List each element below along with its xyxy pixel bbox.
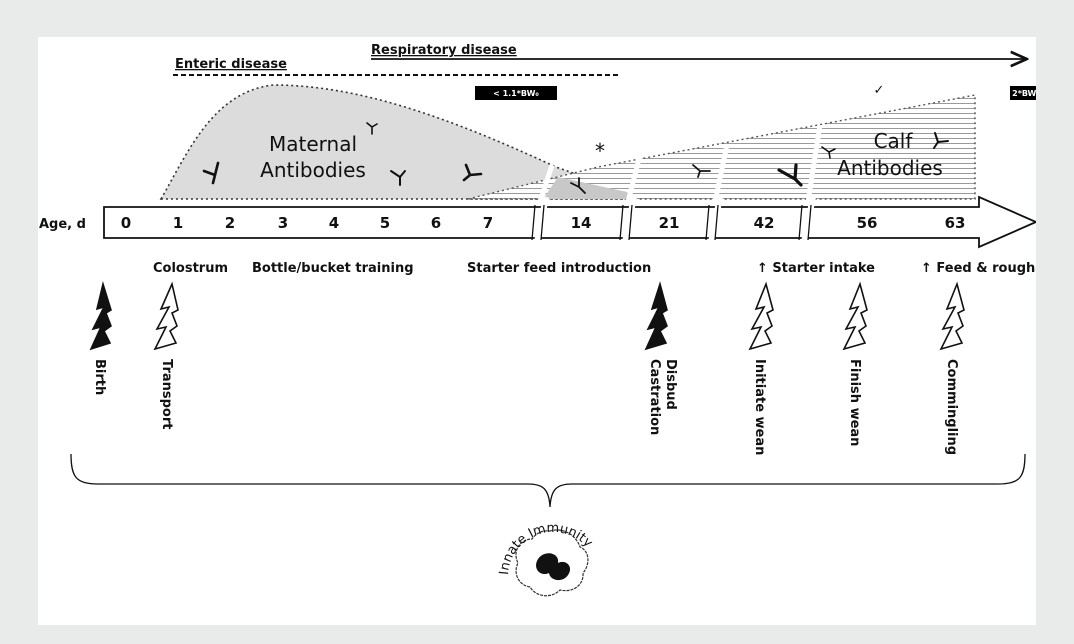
- tick-label: 5: [380, 214, 390, 232]
- axis-break-marks-upper: [537, 85, 889, 203]
- innate-immunity-cell: Innate Immunity: [497, 521, 596, 597]
- maternal-antibodies-line1: Maternal: [269, 132, 357, 156]
- phase-starter-feed: Starter feed introduction: [467, 261, 651, 276]
- antibody-icon: [366, 122, 378, 135]
- event-castration: Castration: [647, 359, 662, 435]
- event-transport: Transport: [159, 359, 174, 429]
- overlap-region: [543, 177, 627, 199]
- immunity-timeline-diagram: Respiratory disease Enteric disease < 1.…: [39, 43, 1036, 597]
- low-bw-badge: [475, 86, 557, 100]
- age-axis-label: Age, d: [39, 217, 86, 232]
- tick-label: 6: [431, 214, 441, 232]
- stress-bolt-outline-icon: [748, 281, 774, 351]
- event-birth: Birth: [92, 359, 107, 395]
- tick-label: 14: [571, 214, 592, 232]
- tick-label: 1: [173, 214, 183, 232]
- tick-label: 4: [329, 214, 339, 232]
- tick-label: 63: [945, 214, 966, 232]
- high-bw-badge-text: 2*BW₀: [1012, 89, 1036, 98]
- antibody-icon: [821, 146, 836, 159]
- event-labels: Birth Transport Disbud Castration Initia…: [92, 359, 959, 455]
- phase-bottle-training: Bottle/bucket training: [252, 261, 414, 276]
- axis-break-edges: [531, 204, 812, 241]
- stress-bolt-outline-icon: [842, 281, 868, 351]
- stress-bolt-outline-icon: [153, 281, 179, 351]
- tick-label: 0: [121, 214, 131, 232]
- tick-label: 3: [278, 214, 288, 232]
- antibody-glyphs: [202, 122, 949, 194]
- phase-starter-intake: ↑ Starter intake: [757, 261, 875, 276]
- low-bw-badge-text: < 1.1*BW₀: [493, 89, 539, 98]
- antibody-icon: [933, 132, 949, 149]
- maternal-antibodies-line2: Antibodies: [260, 158, 366, 182]
- event-disbud: Disbud: [663, 359, 678, 410]
- nucleus-icon: [536, 553, 571, 581]
- maternal-antibody-curve: [159, 84, 628, 200]
- antibody-icon: [777, 163, 803, 187]
- stress-bolt-filled-icon: [89, 280, 112, 351]
- high-bw-badge: [1010, 86, 1036, 100]
- innate-immunity-brace: [70, 453, 1026, 508]
- event-commingling: Commingling: [944, 359, 959, 455]
- antibody-icon: [570, 177, 586, 194]
- phase-feed-roughage: ↑ Feed & roughage: [921, 261, 1036, 276]
- tick-label: 2: [225, 214, 235, 232]
- phase-colostrum: Colostrum: [153, 261, 228, 276]
- asterisk-mark: *: [595, 139, 605, 163]
- tick-label: 42: [754, 214, 775, 232]
- antibody-icon: [390, 170, 406, 186]
- age-ticks: 0 1 2 3 4 5 6 7 14 21 42 56 63: [121, 214, 966, 232]
- stress-bolt-filled-icon: [644, 281, 668, 351]
- calf-antibodies-line1: Calf: [874, 129, 914, 153]
- antibody-icon: [202, 161, 220, 185]
- event-initiate-wean: Initiate wean: [752, 359, 767, 455]
- stress-bolts: [89, 280, 965, 351]
- antibody-icon: [692, 164, 711, 178]
- check-mark: ✓: [874, 83, 885, 98]
- tick-label: 56: [857, 214, 878, 232]
- event-finish-wean: Finish wean: [847, 359, 862, 446]
- tick-label: 7: [483, 214, 493, 232]
- antibody-icon: [462, 163, 483, 182]
- figure-panel: Respiratory disease Enteric disease < 1.…: [38, 37, 1036, 625]
- calf-antibodies-line2: Antibodies: [837, 156, 943, 180]
- enteric-disease-label: Enteric disease: [175, 57, 287, 72]
- stress-bolt-outline-icon: [939, 281, 965, 351]
- tick-label: 21: [659, 214, 680, 232]
- respiratory-disease-label: Respiratory disease: [371, 43, 517, 58]
